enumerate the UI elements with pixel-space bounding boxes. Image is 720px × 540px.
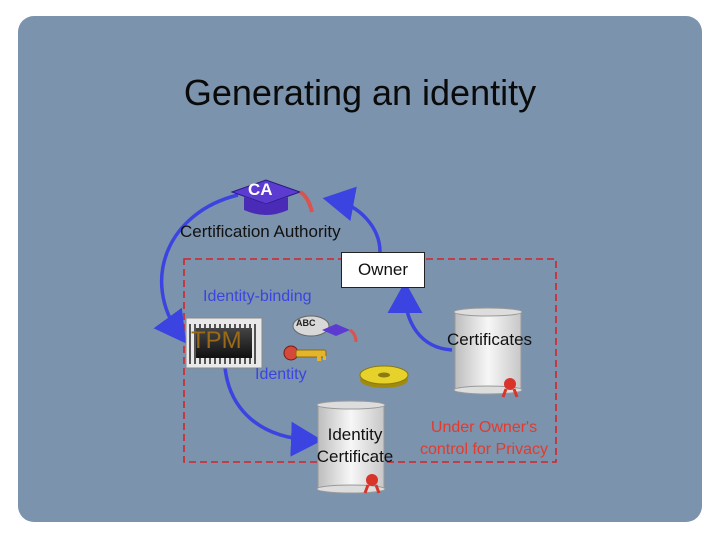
abc-cap-icon <box>292 315 358 343</box>
owner-node: Owner <box>341 252 425 288</box>
identity-certificate-line1: Identity <box>327 425 383 444</box>
certificate-scroll-icon <box>453 307 523 395</box>
tpm-chip-icon <box>185 317 263 369</box>
arrow-ca-to-tpm <box>153 193 239 344</box>
seal-icon <box>501 378 519 398</box>
key-icon <box>283 345 327 361</box>
arrow-tpm-to-identity-certificate <box>223 367 323 457</box>
identity-certificate-line2: Certificate <box>316 447 394 466</box>
slide-title: Generating an identity <box>183 72 537 113</box>
ca-label: CA <box>248 180 273 199</box>
certificates-label: Certificates <box>447 330 533 349</box>
seal-icon <box>363 474 381 494</box>
privacy-line1: Under Owner's <box>430 419 538 436</box>
privacy-label: Under Owner's control for Privacy <box>404 417 564 461</box>
disk-icon <box>359 365 409 388</box>
abc-label: ABC <box>296 318 316 328</box>
identity-binding-label: Identity-binding <box>203 288 312 305</box>
identity-certificate-label: Identity Certificate <box>312 424 398 468</box>
tpm-label: TPM <box>191 327 242 354</box>
privacy-line2: control for Privacy <box>419 441 549 458</box>
arrow-certificates-to-owner <box>387 281 453 352</box>
identity-label: Identity <box>255 366 307 383</box>
arrow-owner-to-ca <box>322 186 382 253</box>
graduation-cap-icon <box>230 179 314 215</box>
certification-authority-label: Certification Authority <box>180 222 341 241</box>
